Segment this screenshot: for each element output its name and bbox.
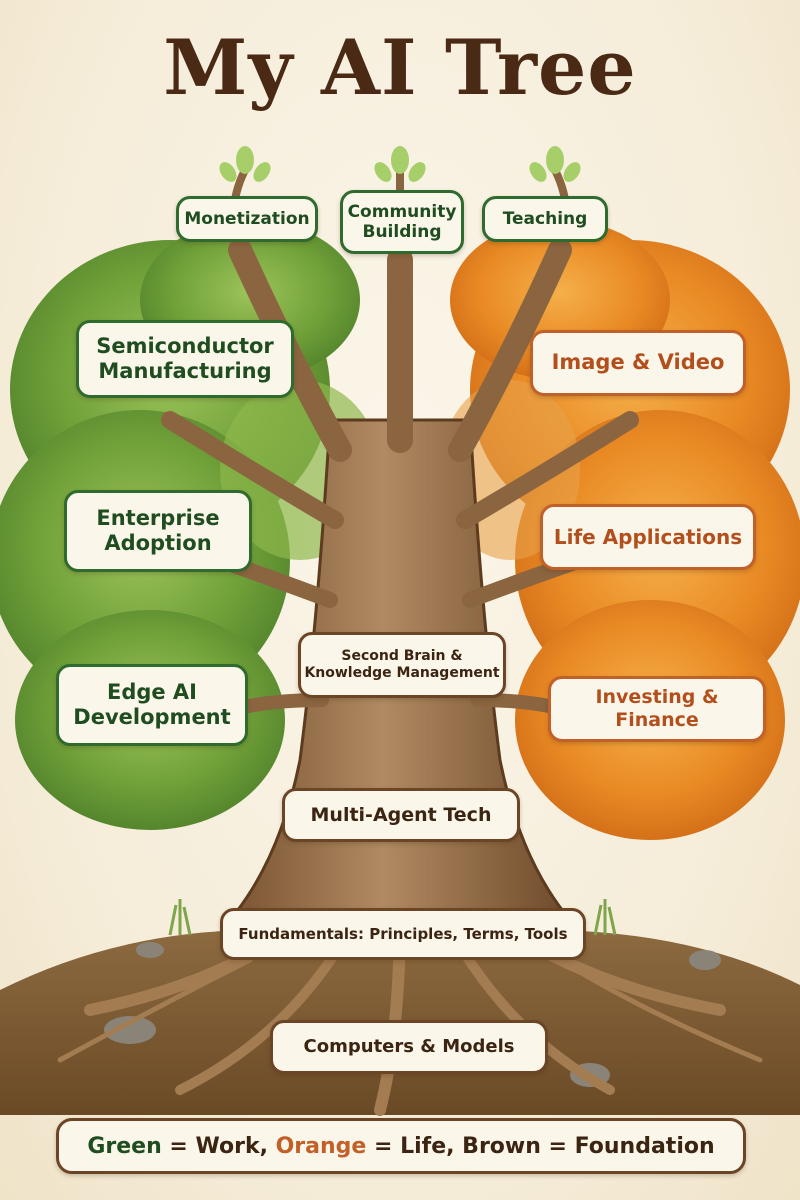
node-investing-finance: Investing & Finance — [548, 676, 766, 742]
poster-title: My AI Tree — [163, 23, 637, 112]
legend-life-text: = Life, — [366, 1133, 463, 1159]
legend-orange-word: Orange — [275, 1133, 367, 1159]
node-teaching: Teaching — [482, 196, 608, 242]
legend-brown-word: Brown — [462, 1133, 541, 1159]
node-computers-models: Computers & Models — [270, 1020, 548, 1074]
node-life-applications: Life Applications — [540, 504, 756, 570]
node-semiconductor-manufacturing: Semiconductor Manufacturing — [76, 320, 294, 398]
color-legend: Green = Work, Orange = Life, Brown = Fou… — [56, 1118, 746, 1174]
legend-green-word: Green — [87, 1133, 162, 1159]
legend-foundation-text: = Foundation — [540, 1133, 715, 1159]
sprouts — [219, 146, 581, 182]
node-edge-ai-development: Edge AI Development — [56, 664, 248, 746]
grass — [168, 899, 617, 936]
node-second-brain: Second Brain & Knowledge Management — [298, 632, 506, 698]
node-monetization: Monetization — [176, 196, 318, 242]
node-image-video: Image & Video — [530, 330, 746, 396]
node-fundamentals: Fundamentals: Principles, Terms, Tools — [220, 908, 586, 960]
node-community-building: Community Building — [340, 190, 464, 254]
node-multi-agent-tech: Multi-Agent Tech — [282, 788, 520, 842]
node-enterprise-adoption: Enterprise Adoption — [64, 490, 252, 572]
legend-work-text: = Work, — [161, 1133, 276, 1159]
